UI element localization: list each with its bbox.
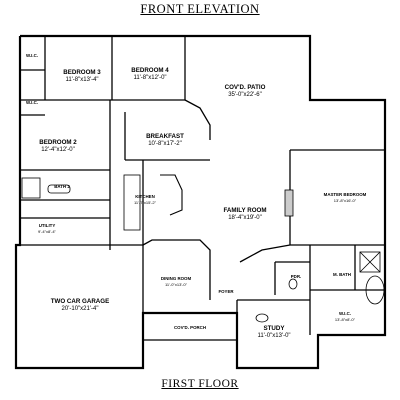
room-dims: 9'-4"x8'-4" — [38, 229, 57, 234]
room-dims: 11'-8"x12'-0" — [133, 75, 166, 81]
room-name: BEDROOM 2 — [39, 139, 77, 146]
room-dims: 11'-7"x15'-2" — [134, 200, 157, 205]
room-name: PDR. — [291, 274, 302, 279]
room-dims: 12'-4"x12'-0" — [41, 147, 75, 153]
room-name: BEDROOM 4 — [131, 67, 169, 74]
room-labels: BEDROOM 3 11'-8"x13'-4" BEDROOM 4 11'-8"… — [26, 53, 367, 339]
room-name: UTILITY — [39, 223, 56, 228]
room-name: COV'D. PATIO — [225, 84, 266, 91]
room-name: BEDROOM 3 — [63, 69, 101, 76]
room-name: DINING ROOM — [161, 276, 192, 281]
room-name: MASTER BEDROOM — [324, 192, 367, 197]
room-name: STUDY — [264, 325, 286, 332]
room-dims: 35'-0"x22'-6" — [228, 92, 262, 98]
room-name: FAMILY ROOM — [224, 207, 267, 214]
closet-label: W.I.C. — [26, 100, 38, 105]
walls — [14, 34, 387, 370]
room-dims: 20'-10"x21'-4" — [62, 306, 99, 312]
room-name: M. BATH — [333, 272, 351, 277]
room-dims: 10'-8"x17'-2" — [148, 141, 182, 147]
room-dims: 13'-8"x8'-0" — [335, 317, 356, 322]
room-name: FOYER — [218, 289, 234, 294]
room-name: KITCHEN — [135, 194, 155, 199]
plan-title: FRONT ELEVATION — [140, 2, 260, 16]
closet-label: W.I.C. — [26, 53, 38, 58]
room-dims: 11'-8"x13'-4" — [65, 77, 98, 83]
room-name: BREAKFAST — [146, 133, 184, 140]
fixtures — [21, 174, 385, 323]
room-name: TWO CAR GARAGE — [51, 298, 109, 305]
room-dims: 18'-4"x19'-0" — [228, 215, 262, 221]
room-name: BATH 2 — [54, 184, 70, 189]
interior-walls — [20, 36, 385, 335]
plan-footer: FIRST FLOOR — [161, 378, 239, 390]
room-dims: 11'-0"x13'-0" — [165, 282, 188, 287]
room-dims: 13'-8"x16'-0" — [334, 198, 357, 203]
room-dims: 11'-0"x13'-0" — [257, 333, 290, 339]
room-name: W.I.C. — [339, 311, 351, 316]
room-name: COV'D. PORCH — [174, 325, 206, 330]
